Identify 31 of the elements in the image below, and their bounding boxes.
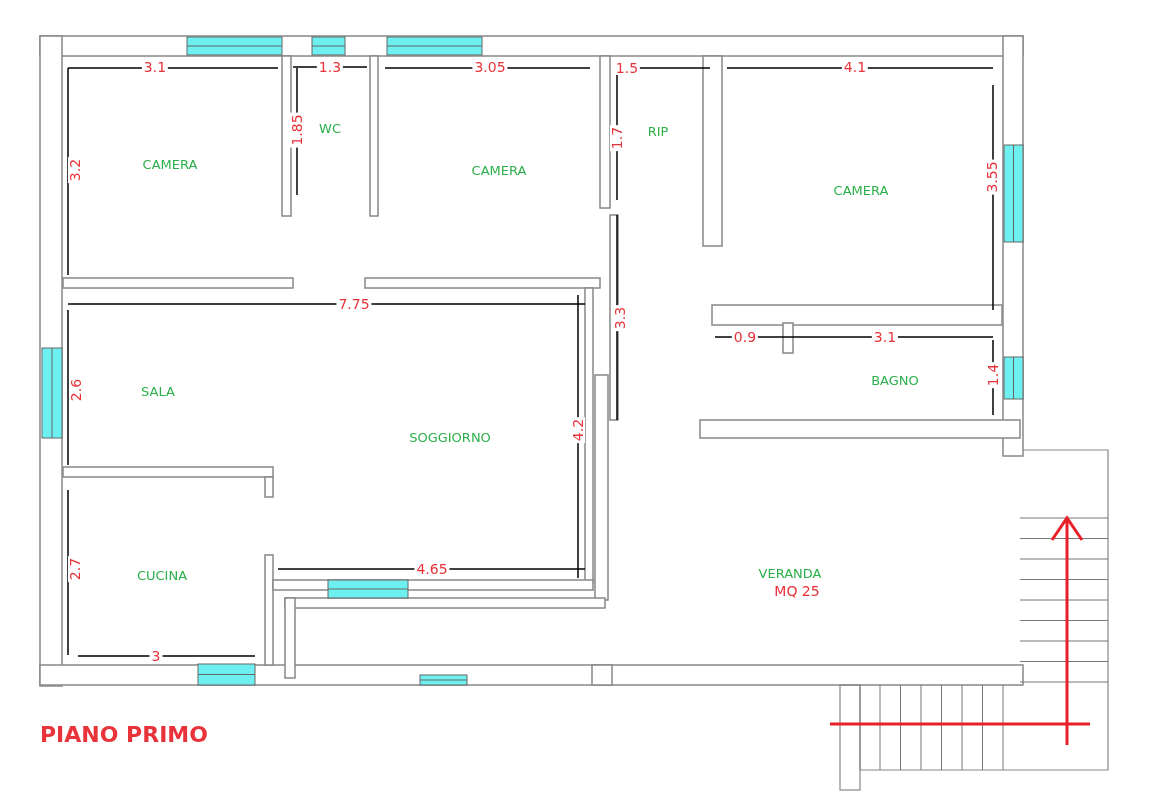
dimension-label: 7.75 — [336, 297, 372, 311]
dimension-label: 3.3 — [613, 304, 627, 332]
room-label: CUCINA — [135, 568, 189, 582]
dimension-label: 4.2 — [571, 416, 585, 444]
room-label: BAGNO — [870, 373, 920, 387]
dimension-label: MQ 25 — [772, 584, 822, 598]
room-label: VERANDA — [757, 566, 823, 580]
dimension-label: 3.55 — [985, 159, 999, 195]
dimension-label: 3 — [149, 649, 163, 663]
room-label: RIP — [646, 124, 670, 138]
dimension-label: 1.5 — [613, 61, 641, 75]
dimension-label: 3.1 — [871, 330, 899, 344]
dimension-label: 3.1 — [141, 60, 169, 74]
room-label: CAMERA — [832, 183, 890, 197]
room-label: CAMERA — [141, 157, 199, 171]
room-label: WC — [318, 121, 342, 135]
plan-title: PIANO PRIMO — [40, 722, 208, 747]
dimension-label: 1.4 — [986, 361, 1000, 389]
dimension-label: 4.65 — [414, 562, 450, 576]
dimension-label: 3.05 — [472, 60, 508, 74]
dimension-label: 2.6 — [69, 376, 83, 404]
room-label: SOGGIORNO — [408, 430, 492, 444]
dimension-label: 4.1 — [841, 60, 869, 74]
dimension-label: 1.85 — [290, 112, 304, 148]
dimension-label: 2.7 — [68, 555, 82, 583]
dimension-label: 0.9 — [731, 330, 759, 344]
room-label: SALA — [140, 384, 176, 398]
dimension-label: 3.2 — [68, 156, 82, 184]
room-label: CAMERA — [470, 163, 528, 177]
dimension-label: 1.7 — [610, 124, 624, 152]
dimension-label: 1.3 — [316, 60, 344, 74]
